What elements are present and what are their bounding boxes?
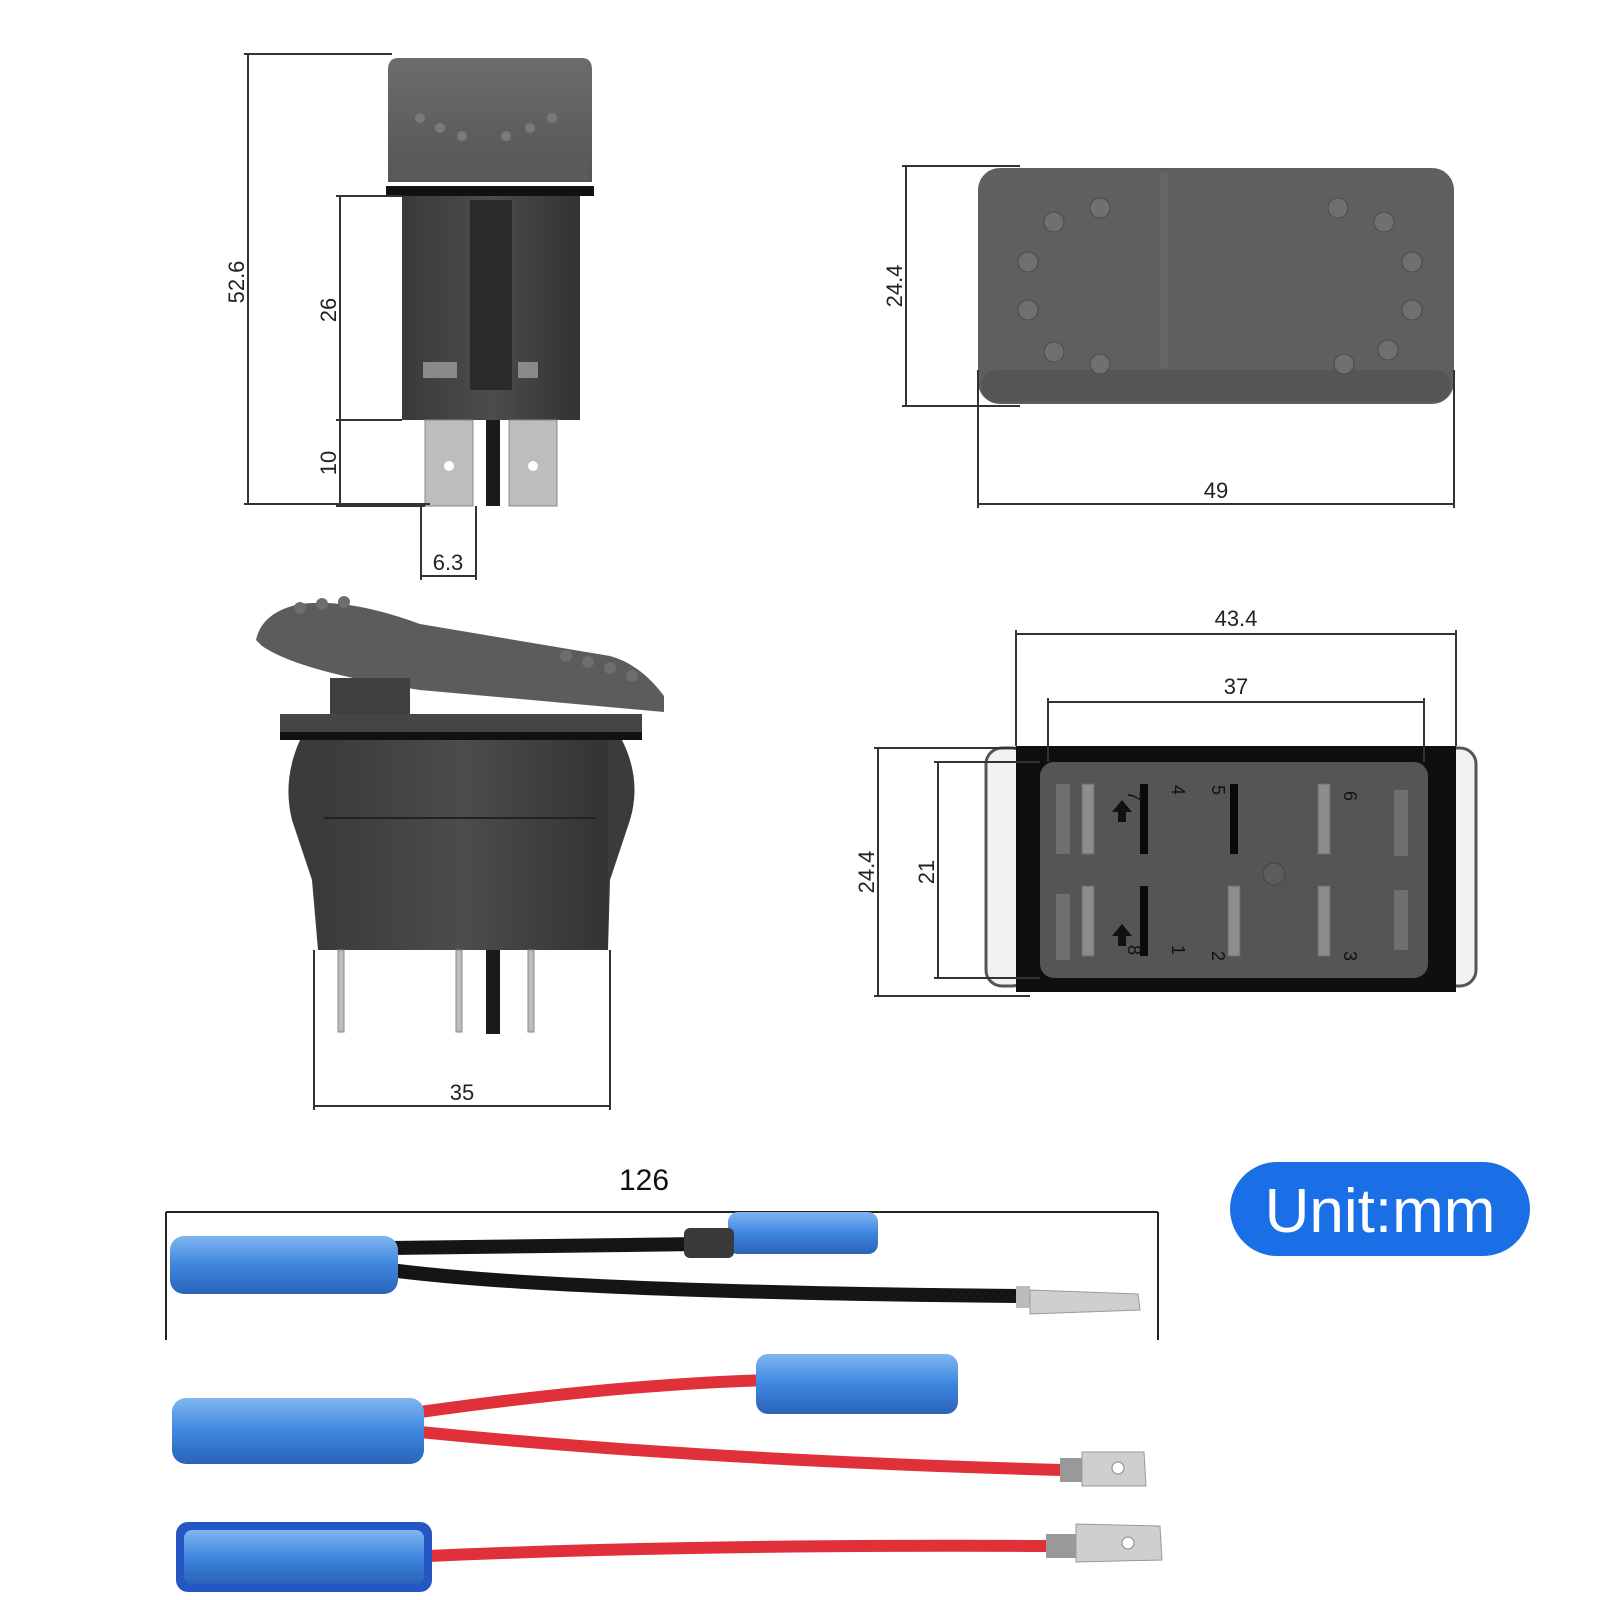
front-terminal-right: [508, 419, 558, 507]
dim-21-label: 21: [914, 860, 939, 884]
side-rocker: [256, 602, 664, 712]
front-view: 52.6 26 10 6.3: [224, 53, 594, 580]
dim-top-24-4-label: 24.4: [882, 265, 907, 308]
back-face: [1040, 762, 1428, 978]
arrow-icon-lower: [1112, 924, 1132, 946]
dim-126-bracket: [165, 1211, 1159, 1340]
dim-6-3-label: 6.3: [433, 550, 464, 575]
pin-label-3: 3: [1340, 951, 1360, 961]
top-view: 24.4 49: [882, 165, 1455, 508]
dim-49-label: 49: [1204, 478, 1228, 503]
dim-26-label: 26: [316, 298, 341, 322]
pin-label-4: 4: [1168, 785, 1188, 795]
pin-label-8: 8: [1124, 945, 1144, 955]
pin-label-6: 6: [1340, 791, 1360, 801]
dim-35-label: 35: [450, 1080, 474, 1105]
dim-43-4-label: 43.4: [1215, 606, 1258, 631]
wire-harness-section: 126: [165, 1164, 1163, 1592]
dim-37-label: 37: [1224, 674, 1248, 699]
unit-badge-label: Unit:mm: [1265, 1177, 1496, 1246]
arrow-icon-upper: [1112, 800, 1132, 822]
front-bezel: [386, 186, 594, 196]
red-wire-harness-double: [172, 1354, 1147, 1487]
dim-10-label: 10: [316, 451, 341, 475]
red-wire-harness-single: [176, 1522, 1163, 1592]
black-wire-harness: [170, 1212, 1141, 1315]
unit-badge-background: [1230, 1162, 1530, 1256]
top-cap: [978, 168, 1454, 404]
top-dot-pattern: [1017, 197, 1423, 375]
dim-52-6-label: 52.6: [224, 261, 249, 304]
dim-back-24-4-label: 24.4: [854, 851, 879, 894]
pin-label-7: 7: [1124, 791, 1144, 801]
side-view: 35: [256, 596, 664, 1110]
dim-52-6: [244, 53, 430, 505]
front-cap-band: [392, 150, 588, 180]
back-terminals: [1081, 783, 1331, 957]
unit-badge: Unit:mm: [1230, 1162, 1530, 1256]
side-bezel: [280, 714, 642, 736]
pin-label-2: 2: [1208, 951, 1228, 961]
back-view: 7 4 5 6 8 1 2 3 43.4 37 24.4: [854, 606, 1478, 997]
pin-label-1: 1: [1168, 945, 1188, 955]
pin-label-5: 5: [1208, 785, 1228, 795]
dim-126-label: 126: [619, 1164, 669, 1197]
